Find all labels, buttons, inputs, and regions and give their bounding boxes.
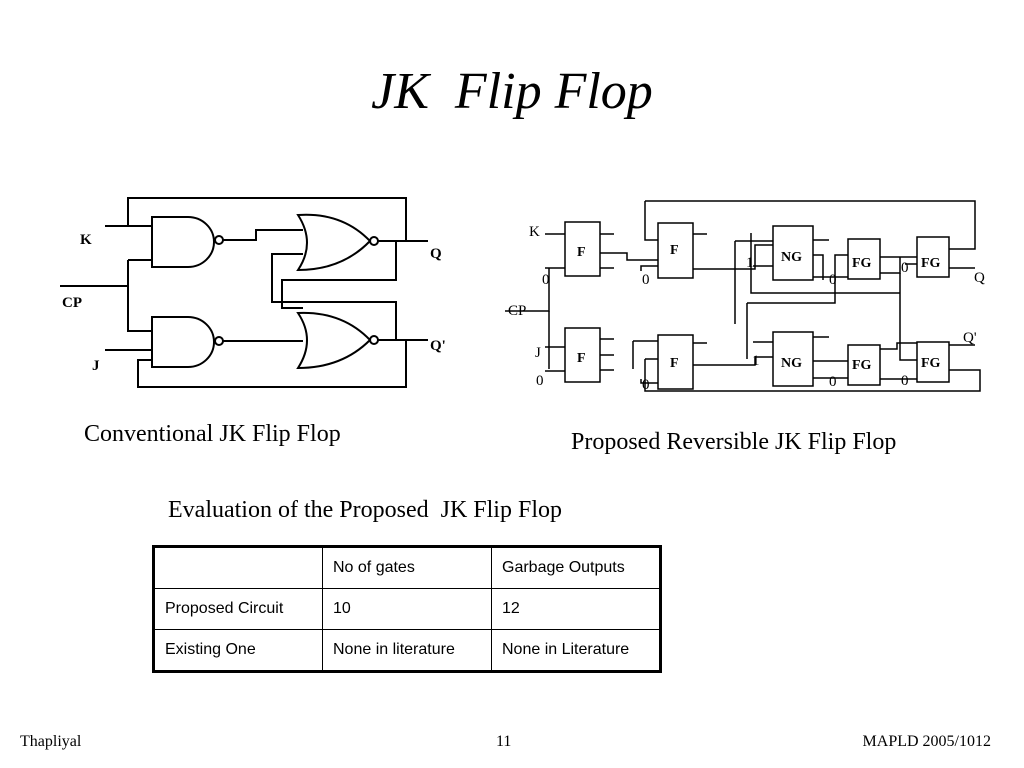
f-gate-1 (564, 221, 601, 277)
cp-input-label: CP (508, 303, 526, 319)
q-prime-output-label: Q' (430, 338, 446, 354)
f-gate-label: F (670, 243, 679, 258)
f-gate-label: F (577, 245, 586, 260)
ng-gate-label: NG (781, 356, 802, 371)
ng-gate-label: NG (781, 250, 802, 265)
j-input-label: J (92, 358, 100, 374)
cp-input-label: CP (62, 295, 82, 311)
table-header-row: No of gates Garbage Outputs (153, 546, 661, 589)
constant-zero-label: 0 (536, 373, 544, 389)
fg-gate-2 (847, 344, 881, 386)
reversible-jk-flip-flop-diagram: K CP J 0 0 0 0 1 1 0 0 0 0 Q Q' F F F F … (505, 200, 985, 393)
constant-zero-label: 0 (642, 272, 650, 288)
fg-gate-label: FG (921, 356, 941, 371)
j-input-label: J (535, 345, 541, 361)
constant-zero-label: 0 (901, 373, 909, 389)
constant-zero-label: 0 (642, 377, 650, 393)
constant-one-label: 1 (752, 353, 760, 369)
f-gate-label: F (670, 356, 679, 371)
nor-gate-top (296, 213, 372, 272)
footer-conference: MAPLD 2005/1012 (862, 733, 991, 750)
table-cell: 12 (491, 588, 661, 630)
constant-one-label: 1 (746, 255, 754, 271)
table-cell: Proposed Circuit (153, 588, 323, 630)
ng-gate-1 (772, 225, 814, 281)
table-header-cell (153, 546, 323, 589)
table-header-cell: Garbage Outputs (491, 546, 661, 589)
q-prime-output-label: Q' (963, 330, 977, 346)
evaluation-table: No of gates Garbage Outputs Proposed Cir… (152, 545, 662, 673)
q-output-label: Q (974, 270, 985, 286)
nor-gate-bottom (296, 311, 372, 370)
f-gate-3 (657, 222, 694, 279)
nand-bubble-top (214, 235, 224, 245)
table-header-cell: No of gates (322, 546, 492, 589)
table-cell: Existing One (153, 629, 323, 672)
fg-gate-label: FG (921, 256, 941, 271)
nand-gate-top (151, 216, 215, 268)
evaluation-title: Evaluation of the Proposed JK Flip Flop (168, 497, 562, 523)
reversible-wires (505, 200, 981, 392)
q-output-label: Q (430, 246, 442, 262)
fg-gate-label: FG (852, 358, 872, 373)
k-input-label: K (529, 224, 540, 240)
table-cell: None in Literature (491, 629, 661, 672)
ng-gate-2 (772, 331, 814, 387)
fg-gate-label: FG (852, 256, 872, 271)
fg-gate-1 (847, 238, 881, 280)
conventional-jk-flip-flop-diagram: K CP J Q Q' (60, 197, 446, 388)
nand-gate-bottom (151, 316, 215, 368)
f-gate-label: F (577, 351, 586, 366)
table-cell: 10 (322, 588, 492, 630)
conventional-caption: Conventional JK Flip Flop (84, 421, 341, 447)
slide-title: JK Flip Flop (371, 63, 653, 120)
proposed-caption: Proposed Reversible JK Flip Flop (571, 429, 897, 455)
constant-zero-label: 0 (542, 272, 550, 288)
table-cell: None in literature (322, 629, 492, 672)
constant-zero-label: 0 (901, 260, 909, 276)
nand-bubble-bottom (214, 336, 224, 346)
k-input-label: K (80, 232, 92, 248)
fg-gate-4 (916, 341, 950, 383)
reversible-labels: K CP J 0 0 0 0 1 1 0 0 0 0 Q Q' F F F F … (508, 224, 985, 393)
footer-author: Thapliyal (20, 733, 82, 750)
constant-zero-label: 0 (829, 374, 837, 390)
table-row: Existing One None in literature None in … (153, 629, 661, 672)
footer-page-number: 11 (496, 733, 512, 750)
f-gate-4 (657, 334, 694, 390)
constant-zero-label: 0 (829, 272, 837, 288)
table-row: Proposed Circuit 10 12 (153, 588, 661, 630)
conventional-wires (60, 197, 428, 388)
